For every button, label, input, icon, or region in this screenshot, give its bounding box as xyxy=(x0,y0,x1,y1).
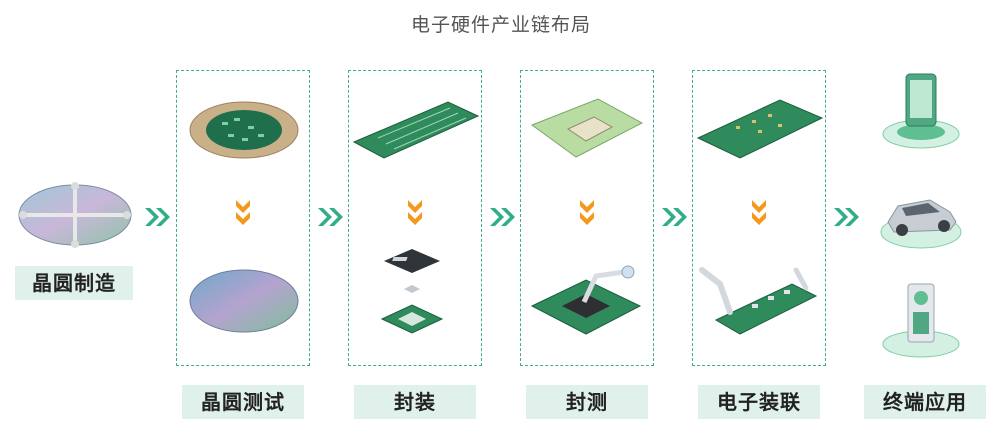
stage-box-packaging xyxy=(348,70,482,366)
tested-wafer-illustration xyxy=(189,269,299,333)
stage-label-assembly: 电子装联 xyxy=(698,385,820,419)
diagram-title: 电子硬件产业链布局 xyxy=(410,14,591,36)
chevron-right-icon xyxy=(490,208,515,226)
package-substrate-illustration xyxy=(530,98,644,158)
substrate-strip-illustration xyxy=(352,101,480,159)
stage-box-package-test xyxy=(520,70,654,366)
down-arrow-icon xyxy=(752,200,766,225)
chip-test-probe-illustration xyxy=(530,265,642,335)
wafer-with-grid-illustration xyxy=(18,182,132,248)
stage-label-package-test: 封测 xyxy=(526,385,648,419)
stage-box-assembly xyxy=(692,70,826,366)
smart-meter-application-icon xyxy=(882,283,960,358)
chip-package-layers-illustration xyxy=(380,249,444,334)
bare-pcb-illustration xyxy=(696,99,824,159)
chevron-right-icon xyxy=(834,208,859,226)
stage-label-packaging: 封装 xyxy=(354,385,476,419)
chevron-right-icon xyxy=(662,208,687,226)
wafer-probe-card-illustration xyxy=(189,101,299,159)
chevron-right-icon xyxy=(318,208,343,226)
pcb-assembly-robot-illustration xyxy=(699,267,818,335)
down-arrow-icon xyxy=(408,200,422,225)
stage-label-wafer: 晶圆制造 xyxy=(15,266,133,300)
smartphone-application-icon xyxy=(882,73,960,149)
car-application-icon xyxy=(880,199,962,249)
stage-label-terminal: 终端应用 xyxy=(864,385,986,419)
stage-box-wafer-test xyxy=(176,70,310,366)
down-arrow-icon xyxy=(580,200,594,225)
stage-label-wafer-test: 晶圆测试 xyxy=(182,385,304,419)
down-arrow-icon xyxy=(236,200,250,225)
chevron-right-icon xyxy=(145,208,170,226)
